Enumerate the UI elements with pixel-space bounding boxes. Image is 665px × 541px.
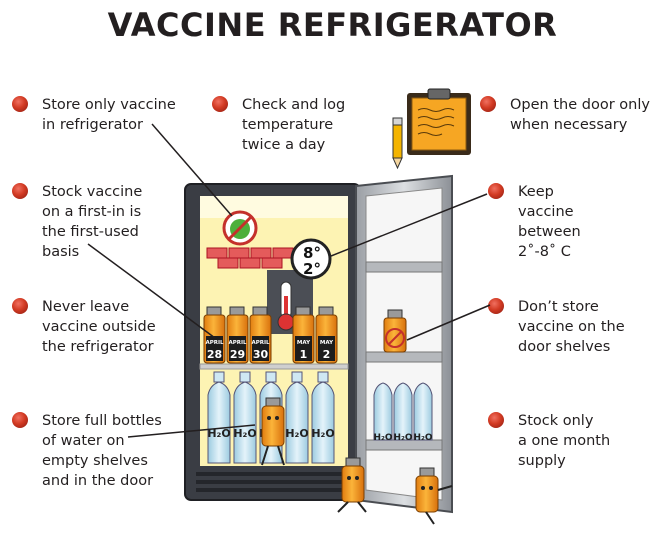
door-shelf	[365, 351, 443, 363]
tip-line: between	[518, 224, 581, 240]
bullet-dot-icon	[488, 298, 504, 314]
clipboard-icon	[407, 88, 471, 155]
tip-line: Store only vaccine	[42, 97, 176, 113]
tip-line: and in the door	[42, 473, 154, 489]
tip-line: supply	[518, 453, 566, 469]
tip-line: 2˚-8˚ C	[518, 244, 571, 260]
vial-character	[261, 397, 285, 466]
tip-line: temperature	[242, 117, 334, 133]
temperature-low: 2°	[303, 260, 321, 278]
tip-line: when necessary	[510, 117, 628, 133]
tip-line: basis	[42, 244, 80, 260]
vial: APRIL 28	[203, 306, 226, 364]
bottle-label: H₂O	[373, 433, 392, 443]
tip-store-only-vaccine: Store only vaccine in refrigerator	[12, 95, 176, 135]
tip-line: on a first-in is	[42, 204, 142, 220]
temperature-high: 8°	[303, 244, 321, 262]
tip-line: Keep	[518, 184, 554, 200]
temperature-gauge: 8° 2°	[290, 238, 332, 280]
vial: MAY 2	[315, 306, 338, 364]
vial: APRIL 29	[226, 306, 249, 364]
vial-month: APRIL	[251, 340, 270, 346]
water-bottle: H₂O	[285, 371, 309, 464]
pencil-icon	[392, 117, 403, 170]
vial-day: 28	[207, 348, 222, 361]
vial: MAY 1	[292, 306, 315, 364]
tip-line: Store full bottles	[42, 413, 162, 429]
tip-line: vaccine on the	[518, 319, 625, 335]
vial-day: 2	[323, 348, 331, 361]
tip-line: door shelves	[518, 339, 611, 355]
tip-stock-first-in: Stock vaccine on a first-in is the first…	[12, 182, 142, 262]
tip-water-bottles: Store full bottles of water on empty she…	[12, 411, 162, 491]
bullet-dot-icon	[488, 412, 504, 428]
tip-line: Check and log	[242, 97, 346, 113]
callout-lines	[87, 123, 491, 438]
bottle-label: H₂O	[233, 427, 256, 440]
vial-day: 29	[230, 348, 245, 361]
vaccine-vials: APRIL 28 APRIL 29 APRIL 30 MAY 1	[203, 306, 338, 364]
tip-check-temperature: Check and log temperature twice a day	[212, 95, 345, 155]
shelf-bricks	[206, 247, 294, 269]
water-bottle: H₂O	[207, 371, 231, 464]
tip-keep-temperature: Keep vaccine between 2˚-8˚ C	[488, 182, 581, 262]
vial-character-leaving	[337, 457, 367, 513]
vial: APRIL 30	[249, 306, 272, 364]
bullet-dot-icon	[12, 298, 28, 314]
tip-line: Open the door only	[510, 97, 650, 113]
bullet-dot-icon	[212, 96, 228, 112]
door-vial	[383, 309, 407, 353]
water-bottle: H₂O	[311, 371, 335, 464]
bottle-label: H₂O	[207, 427, 230, 440]
bottle-label: H₂O	[311, 427, 334, 440]
tip-line: twice a day	[242, 137, 326, 153]
tip-open-door: Open the door only when necessary	[480, 95, 650, 135]
tip-line: the refrigerator	[42, 339, 154, 355]
tip-door-shelves: Don’t store vaccine on the door shelves	[488, 297, 625, 357]
tip-line: vaccine outside	[42, 319, 156, 335]
bullet-dot-icon	[12, 412, 28, 428]
fridge-shelf	[199, 363, 349, 370]
tip-line: empty shelves	[42, 453, 148, 469]
page-title: VACCINE REFRIGERATOR	[107, 6, 558, 44]
vial-day: 1	[300, 348, 308, 361]
vial-character-door	[415, 467, 453, 525]
water-bottle: H₂O	[233, 371, 257, 464]
bullet-dot-icon	[488, 183, 504, 199]
tip-line: of water on	[42, 433, 125, 449]
tip-line: Don’t store	[518, 299, 599, 315]
bullet-dot-icon	[12, 183, 28, 199]
bottle-label: H₂O	[393, 433, 412, 443]
bullet-dot-icon	[12, 96, 28, 112]
tip-line: the first-used	[42, 224, 139, 240]
vial-month: MAY	[320, 340, 334, 346]
tip-one-month: Stock only a one month supply	[488, 411, 610, 471]
tip-line: a one month	[518, 433, 611, 449]
vial-day: 30	[253, 348, 269, 361]
vial-month: MAY	[297, 340, 311, 346]
bottle-label: H₂O	[285, 427, 308, 440]
door-water-bottles: H₂O H₂O H₂O	[373, 382, 433, 443]
tip-line: in refrigerator	[42, 117, 143, 133]
vial-month: APRIL	[228, 340, 247, 346]
tip-line: Stock vaccine	[42, 184, 143, 200]
no-food-icon	[222, 210, 258, 246]
tip-line: Never leave	[42, 299, 130, 315]
bullet-dot-icon	[480, 96, 496, 112]
bottle-label: H₂O	[413, 433, 432, 443]
tip-line: Stock only	[518, 413, 594, 429]
tip-line: vaccine	[518, 204, 574, 220]
vial-month: APRIL	[205, 340, 224, 346]
door-shelf	[365, 261, 443, 273]
tip-never-leave: Never leave vaccine outside the refriger…	[12, 297, 156, 357]
